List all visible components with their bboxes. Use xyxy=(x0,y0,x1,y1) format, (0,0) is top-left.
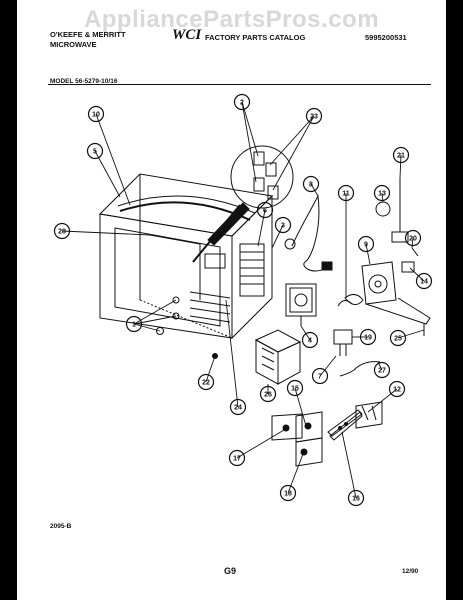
callout-2: 2 xyxy=(240,100,244,107)
brand-line-1: O'KEEFE & MERRITT xyxy=(50,30,126,39)
transformer xyxy=(254,329,302,385)
watermark-text: AppliancePartsPros.com xyxy=(83,6,380,33)
callout-21: 21 xyxy=(397,153,405,160)
sensor-wire xyxy=(339,361,381,377)
callout-17: 17 xyxy=(233,456,241,463)
screws xyxy=(156,296,218,359)
callout-25: 25 xyxy=(394,336,402,343)
cabinet-assembly xyxy=(98,173,274,340)
callout-13: 13 xyxy=(378,191,386,198)
callout-3: 3 xyxy=(281,223,285,230)
footer-date: 12/90 xyxy=(402,568,419,575)
callout-6: 6 xyxy=(263,208,267,215)
callout-18: 18 xyxy=(284,491,292,498)
callout-11: 11 xyxy=(342,191,350,198)
callout-20: 20 xyxy=(409,236,417,243)
model-label: MODEL 56-5279-10/16 xyxy=(50,78,118,85)
footer-page: G9 xyxy=(224,566,237,576)
callout-numbers: 1 2 3 4 5 6 7 8 9 10 11 12 13 14 15 16 1… xyxy=(58,100,428,503)
callout-26: 26 xyxy=(264,392,272,399)
control-panel xyxy=(271,401,383,467)
callout-23: 23 xyxy=(310,114,318,121)
callout-circles xyxy=(53,93,433,507)
callout-16: 16 xyxy=(352,496,360,503)
footer-code: 2095-B xyxy=(50,523,72,530)
callout-9: 9 xyxy=(364,242,368,249)
callout-1: 1 xyxy=(132,322,136,329)
callout-27: 27 xyxy=(378,368,386,375)
callout-15: 15 xyxy=(291,386,299,393)
callout-7: 7 xyxy=(318,374,322,381)
power-cord xyxy=(284,194,333,272)
callout-4: 4 xyxy=(308,338,312,345)
magnetron xyxy=(285,283,317,326)
callout-12: 12 xyxy=(393,387,401,394)
thermal-protector xyxy=(333,329,353,356)
callout-14: 14 xyxy=(420,279,428,286)
fan-parts xyxy=(337,294,364,307)
motor-bracket xyxy=(361,261,431,336)
callout-28: 28 xyxy=(58,229,66,236)
leader-lines xyxy=(61,101,425,499)
callout-22: 22 xyxy=(202,380,210,387)
lamp-parts xyxy=(375,178,419,273)
header-rule xyxy=(48,84,431,85)
catalog-title: FACTORY PARTS CATALOG xyxy=(205,33,306,42)
callout-8: 8 xyxy=(309,182,313,189)
switch-detail xyxy=(192,145,294,263)
callout-24: 24 xyxy=(234,405,242,412)
catalog-number: 5995200531 xyxy=(365,33,407,42)
wci-logo: WCI xyxy=(172,27,202,43)
callout-10: 10 xyxy=(92,112,100,119)
callout-19: 19 xyxy=(364,335,372,342)
brand-line-2: MICROWAVE xyxy=(50,40,97,49)
callout-5: 5 xyxy=(93,149,97,156)
